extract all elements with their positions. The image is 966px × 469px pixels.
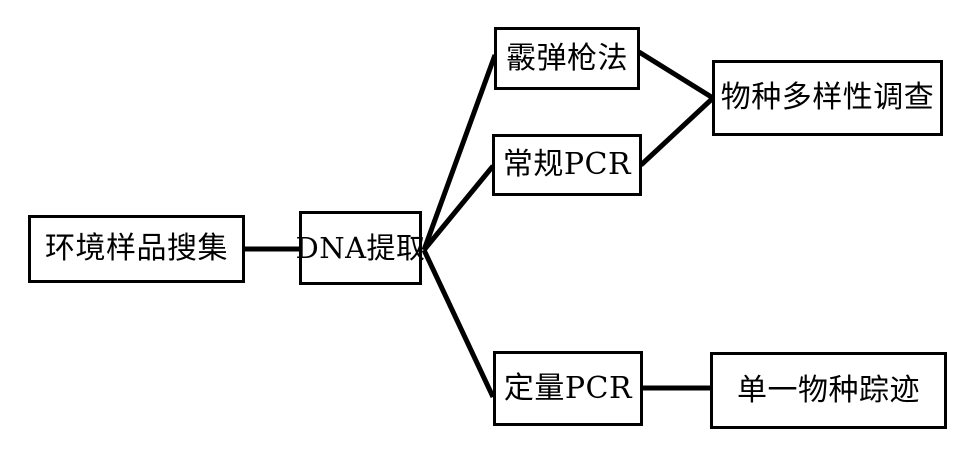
node-conventional-pcr: 常规PCR [492, 134, 642, 196]
node-species-diversity: 物种多样性调查 [712, 60, 943, 136]
node-conventional-pcr-label: 常规PCR [502, 147, 632, 182]
node-single-species: 单一物种踪迹 [710, 352, 947, 429]
node-env-sample: 环境样品搜集 [28, 215, 245, 283]
node-single-species-label: 单一物种踪迹 [737, 372, 920, 408]
node-quantitative-pcr: 定量PCR [493, 351, 643, 426]
edge-shotgun-to-species-diversity [637, 49, 715, 101]
node-env-sample-label: 环境样品搜集 [45, 231, 228, 266]
node-quantitative-pcr-label: 定量PCR [503, 370, 633, 406]
node-dna-extract: DNA提取 [295, 211, 425, 285]
edge-dna-extract-to-conventional-pcr [422, 164, 495, 252]
edge-conventional-pcr-to-species-diversity [639, 96, 715, 167]
node-species-diversity-label: 物种多样性调查 [720, 80, 935, 115]
node-shotgun-label: 霰弹枪法 [506, 40, 628, 76]
node-dna-extract-label: DNA提取 [295, 230, 426, 265]
edge-dna-extract-to-quantitative-pcr [421, 248, 496, 399]
edge-dna-extract-to-shotgun [421, 54, 498, 251]
node-shotgun: 霰弹枪法 [494, 27, 640, 90]
